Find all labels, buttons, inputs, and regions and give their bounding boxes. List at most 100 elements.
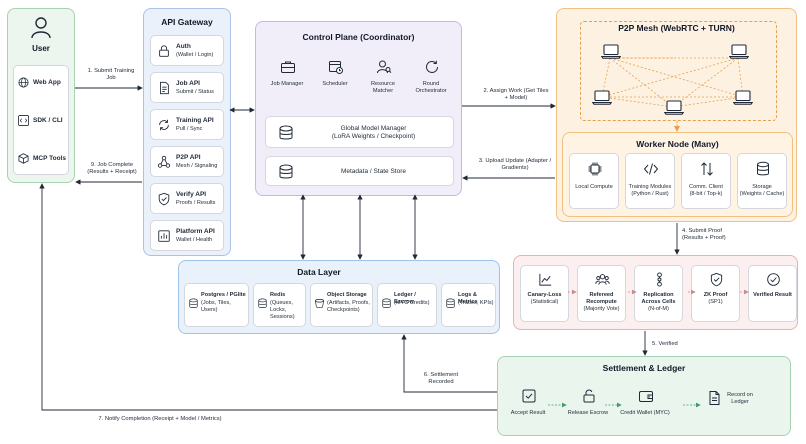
sync-icon [159,119,169,131]
gateway-item-training-api[interactable]: Training API Pull / Sync [150,109,224,140]
chip-icon [588,162,602,176]
worker-module-local-compute[interactable]: Local Compute [569,153,619,209]
data-layer-item-title: Redis [270,292,286,298]
settlement-step-accept-result[interactable]: Accept Result [507,379,549,431]
verification-panel: Canary-Loss (Statistical) Refereed Recom… [513,255,798,330]
verify-step-sub: (Statistical) [530,299,559,305]
verify-step-zk-proof[interactable]: ZK Proof (SP1) [691,265,740,322]
settlement-title: Settlement & Ledger [602,363,686,373]
data-layer-panel: Data Layer Postgres / PGlite (Jobs, Tile… [178,260,500,334]
mesh-region [580,21,777,121]
calendar-clock-icon [329,61,343,74]
arrow-label-proof: 4. Submit Proof (Results + Proof) [682,228,726,241]
control-module-label: Scheduler [322,81,348,87]
user-items: Web App SDK / CLI MCP Tools [13,65,69,175]
verify-step-refereed-recompute[interactable]: Refereed Recompute (Majority Vote) [577,265,626,322]
worker-title: Worker Node (Many) [636,139,719,149]
settlement-step-record-on-ledger[interactable]: Record on Ledger [701,379,753,431]
worker-module-sub: (Python / Rust) [631,191,669,197]
verify-step-sub: (N-of-M) [648,306,669,312]
user-item-mcp-tools[interactable]: MCP Tools [18,152,68,166]
user-item-sdk-cli[interactable]: SDK / CLI [18,114,68,128]
briefcase-icon [281,61,295,73]
data-layer-item-postgres-pglite[interactable]: Postgres / PGlite (Jobs, Tiles, Users) [184,283,249,327]
chart-icon [158,230,170,242]
gateway-item-title: Job API [176,80,200,87]
arrow-label-job-complete: 9. Job Complete (Results + Receipt) [87,162,137,175]
user-item-label: SDK / CLI [33,117,63,124]
data-layer-title: Data Layer [297,267,341,277]
mesh-title: P2P Mesh (WebRTC + TURN) [618,23,735,33]
control-module-job-manager[interactable]: Job Manager [265,50,309,108]
data-layer-item-object-storage[interactable]: Object Storage (Artifacts, Proofs, Check… [310,283,373,327]
api-gateway-panel: API Gateway Auth (Wallet / Login) Job AP… [143,8,231,256]
gateway-item-sub: Pull / Sync [176,126,203,132]
data-layer-item-title: Object Storage [327,292,367,298]
code-brackets-icon [643,163,659,175]
data-layer-item-sub: (Jobs, Tiles, Users) [201,300,231,313]
gateway-item-job-api[interactable]: Job API Submit / Status [150,72,224,103]
control-module-resource-matcher[interactable]: Resource Matcher [361,50,405,108]
shield-check-icon [710,272,723,287]
verify-step-sub: (Majority Vote) [583,306,620,312]
verify-step-title: Refereed Recompute [586,292,617,305]
arrow-label-assign: 2. Assign Work (Get Tiles + Model) [483,88,549,101]
document-icon [160,81,169,95]
shield-check-icon [158,192,170,206]
unlock-icon [583,389,595,403]
data-layer-item-sub: (MYC Credits) [394,300,430,306]
laptop-icon [601,44,621,59]
arrow-label-submit: 1. Submit Training Job [87,68,135,81]
gateway-item-title: Platform API [176,228,215,235]
data-layer-item-logs-metrics[interactable]: Logs & Metrics (Traces, KPIs) [441,283,496,327]
settlement-step-label: Accept Result [510,410,546,416]
data-layer-item-sub: (Artifacts, Proofs, Checkpoints) [327,300,370,313]
ledger-icon [709,391,720,405]
worker-module-storage[interactable]: Storage (Weights / Cache) [737,153,787,209]
line-chart-icon [539,273,552,286]
gateway-item-title: P2P API [176,154,201,161]
data-layer-item-redis[interactable]: Redis (Queues, Locks, Sessions) [253,283,306,327]
verify-step-replication-across-cells[interactable]: Replication Across Cells (N-of-M) [634,265,683,322]
data-layer-item-sub: (Traces, KPIs) [458,300,494,306]
verify-step-verified-result[interactable]: Verified Result [748,265,797,322]
code-icon [18,115,29,126]
worker-module-sub: (Weights / Cache) [739,191,785,197]
verify-step-sub: (SP1) [708,299,723,305]
gateway-item-platform-api[interactable]: Platform API Wallet / Health [150,220,224,251]
gateway-item-title: Training API [176,117,214,124]
laptop-icon [733,90,753,105]
cube-icon [18,153,29,164]
settlement-panel: Settlement & Ledger Accept Result Releas… [497,356,791,436]
laptop-icon [729,44,749,59]
settlement-step-label: Record on Ledger [727,392,753,405]
worker-module-title: Storage [752,184,772,190]
data-layer-item-ledger-escrow[interactable]: Ledger / Escrow (MYC Credits) [377,283,437,327]
global-model-manager[interactable]: Global Model Manager (LoRA Weights / Che… [265,116,454,148]
laptop-icon [664,100,684,115]
control-module-label: Resource Matcher [371,81,395,94]
arrow-label-settlement: 6. Settlement Recorded [423,372,459,385]
gateway-item-sub: (Wallet / Login) [176,52,214,58]
settlement-step-label: Credit Wallet (MYC) [620,410,670,416]
verify-step-canary-loss[interactable]: Canary-Loss (Statistical) [520,265,569,322]
gateway-item-verify-api[interactable]: Verify API Proofs / Results [150,183,224,214]
metadata-state-store[interactable]: Metadata / State Store [265,156,454,186]
control-module-scheduler[interactable]: Scheduler [313,50,357,108]
user-item-web-app[interactable]: Web App [18,76,68,90]
database-icon [258,298,267,308]
settlement-step-credit-wallet-myc-[interactable]: Credit Wallet (MYC) [620,379,670,431]
worker-module-comm-client[interactable]: Comm. Client (8-bit / Top-k) [681,153,731,209]
settlement-step-release-escrow[interactable]: Release Escrow [567,379,609,431]
control-module-label: Job Manager [270,81,304,87]
control-module-round-orchestrator[interactable]: Round Orchestrator [409,50,453,108]
laptop-icon [592,90,612,105]
user-title: User [32,44,50,53]
database-icon [189,298,198,308]
database-icon [382,298,391,308]
gateway-item-auth[interactable]: Auth (Wallet / Login) [150,35,224,66]
user-item-label: Web App [33,79,61,86]
worker-module-training-modules[interactable]: Training Modules (Python / Rust) [625,153,675,209]
arrow-label-notify: 7. Notify Completion (Receipt + Model / … [98,416,222,422]
gateway-item-p2p-api[interactable]: P2P API Mesh / Signaling [150,146,224,177]
